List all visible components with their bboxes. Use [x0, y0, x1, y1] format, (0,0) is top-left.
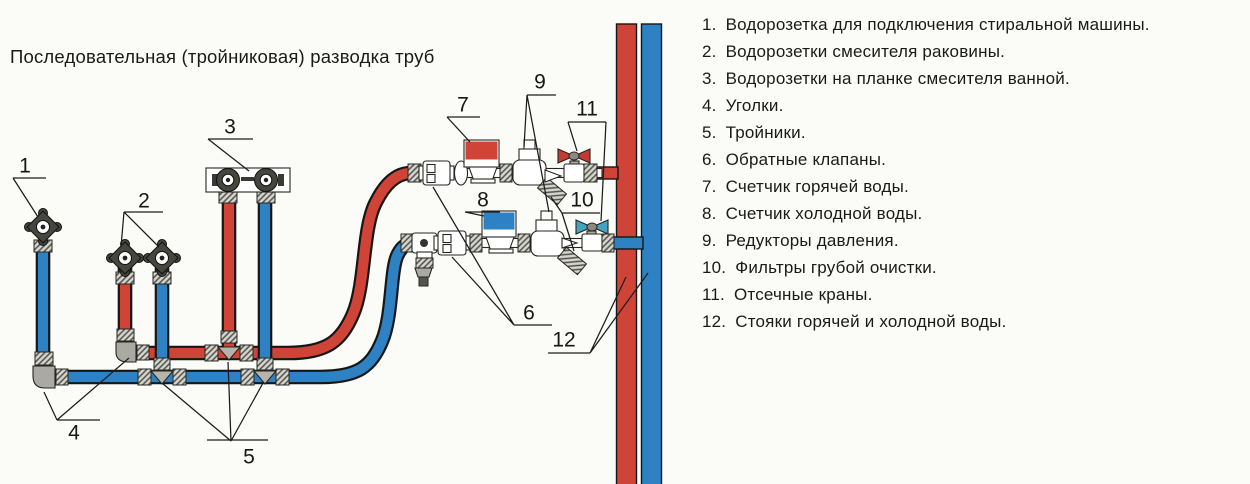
legend-item-text: Тройники.	[725, 123, 806, 142]
check-valve-cold	[433, 230, 471, 256]
check-valve-hot	[418, 160, 455, 186]
legend-item: 7. Счетчик горячей воды.	[702, 173, 1150, 200]
callout-1: 1	[19, 154, 31, 178]
legend-item-number: 12.	[702, 312, 727, 331]
elbow-cold	[32, 351, 69, 389]
legend-item: 4. Уголки.	[702, 92, 1150, 119]
hot-water-meter	[463, 139, 500, 184]
bath-mixer-plate	[205, 167, 291, 204]
coarse-filter-cold	[556, 246, 588, 276]
callout-3: 3	[224, 115, 236, 139]
legend-item: 3. Водорозетки на планке смесителя ванной…	[702, 65, 1150, 92]
legend: 1. Водорозетка для подключения стиральной…	[702, 11, 1150, 335]
water-socket-sink-cold	[143, 239, 181, 285]
callout-8: 8	[477, 188, 489, 212]
legend-item: 2. Водорозетки смесителя раковины.	[702, 38, 1150, 65]
tee-hot	[204, 330, 254, 362]
callout-leader-lines	[12, 94, 649, 442]
hot-riser	[615, 23, 638, 484]
cold-meter-line	[400, 210, 615, 287]
water-socket-sink-hot	[106, 239, 144, 285]
legend-item: 6. Обратные клапаны.	[702, 146, 1150, 173]
legend-item-text: Счетчик холодной воды.	[725, 204, 923, 223]
tee-cold-right	[240, 357, 290, 386]
legend-item-number: 5.	[702, 123, 717, 142]
hot-meter-line	[407, 139, 603, 206]
callout-7: 7	[457, 93, 469, 117]
diagram-title: Последовательная (тройниковая) разводка …	[10, 46, 435, 67]
legend-item-number: 1.	[702, 15, 717, 34]
callout-10: 10	[570, 188, 594, 212]
shutoff-valve-cold	[575, 219, 615, 253]
legend-item-text: Фильтры грубой очистки.	[735, 258, 937, 277]
legend-item-number: 8.	[702, 204, 717, 223]
legend-item: 12. Стояки горячей и холодной воды.	[702, 308, 1150, 335]
legend-item-text: Уголки.	[725, 96, 784, 115]
tee-cold-left	[137, 357, 187, 386]
legend-item-text: Водорозетка для подключения стиральной м…	[725, 15, 1150, 34]
legend-item-text: Водорозетки смесителя раковины.	[725, 42, 1006, 61]
legend-item-number: 4.	[702, 96, 717, 115]
legend-item-number: 2.	[702, 42, 717, 61]
legend-item: 8. Счетчик холодной воды.	[702, 200, 1150, 227]
drain-valve	[411, 232, 438, 287]
shutoff-valve-hot	[557, 148, 598, 183]
legend-item-text: Редукторы давления.	[725, 231, 899, 250]
water-socket-washing-machine	[24, 208, 62, 253]
callout-4: 4	[68, 421, 80, 445]
legend-item: 11. Отсечные краны.	[702, 281, 1150, 308]
legend-item: 1. Водорозетка для подключения стиральной…	[702, 11, 1150, 38]
callout-6: 6	[523, 301, 535, 325]
pipe-diagram	[12, 23, 663, 484]
legend-item-number: 10.	[702, 258, 727, 277]
legend-item: 9. Редукторы давления.	[702, 227, 1150, 254]
legend-item-text: Счетчик горячей воды.	[725, 177, 909, 196]
callout-2: 2	[138, 189, 150, 213]
callout-5: 5	[243, 445, 255, 469]
legend-item-number: 11.	[702, 285, 725, 304]
pressure-reducer-hot	[512, 139, 547, 186]
legend-item-text: Отсечные краны.	[733, 285, 873, 304]
pressure-reducer-cold	[530, 210, 565, 257]
callout-9: 9	[534, 70, 546, 94]
legend-item-text: Стояки горячей и холодной воды.	[735, 312, 1007, 331]
callout-11: 11	[576, 97, 598, 121]
legend-item-number: 3.	[702, 69, 717, 88]
cold-water-meter	[481, 210, 517, 254]
cold-riser	[640, 23, 663, 484]
legend-item: 10. Фильтры грубой очистки.	[702, 254, 1150, 281]
cold-riser-stub	[611, 236, 644, 250]
legend-item-text: Водорозетки на планке смесителя ванной.	[725, 69, 1070, 88]
legend-item-text: Обратные клапаны.	[725, 150, 887, 169]
callout-12: 12	[552, 328, 576, 352]
legend-item-number: 7.	[702, 177, 717, 196]
coarse-filter-hot	[536, 176, 568, 206]
legend-item: 5. Тройники.	[702, 119, 1150, 146]
legend-item-number: 6.	[702, 150, 717, 169]
elbow-hot	[115, 328, 150, 363]
legend-item-number: 9.	[702, 231, 717, 250]
